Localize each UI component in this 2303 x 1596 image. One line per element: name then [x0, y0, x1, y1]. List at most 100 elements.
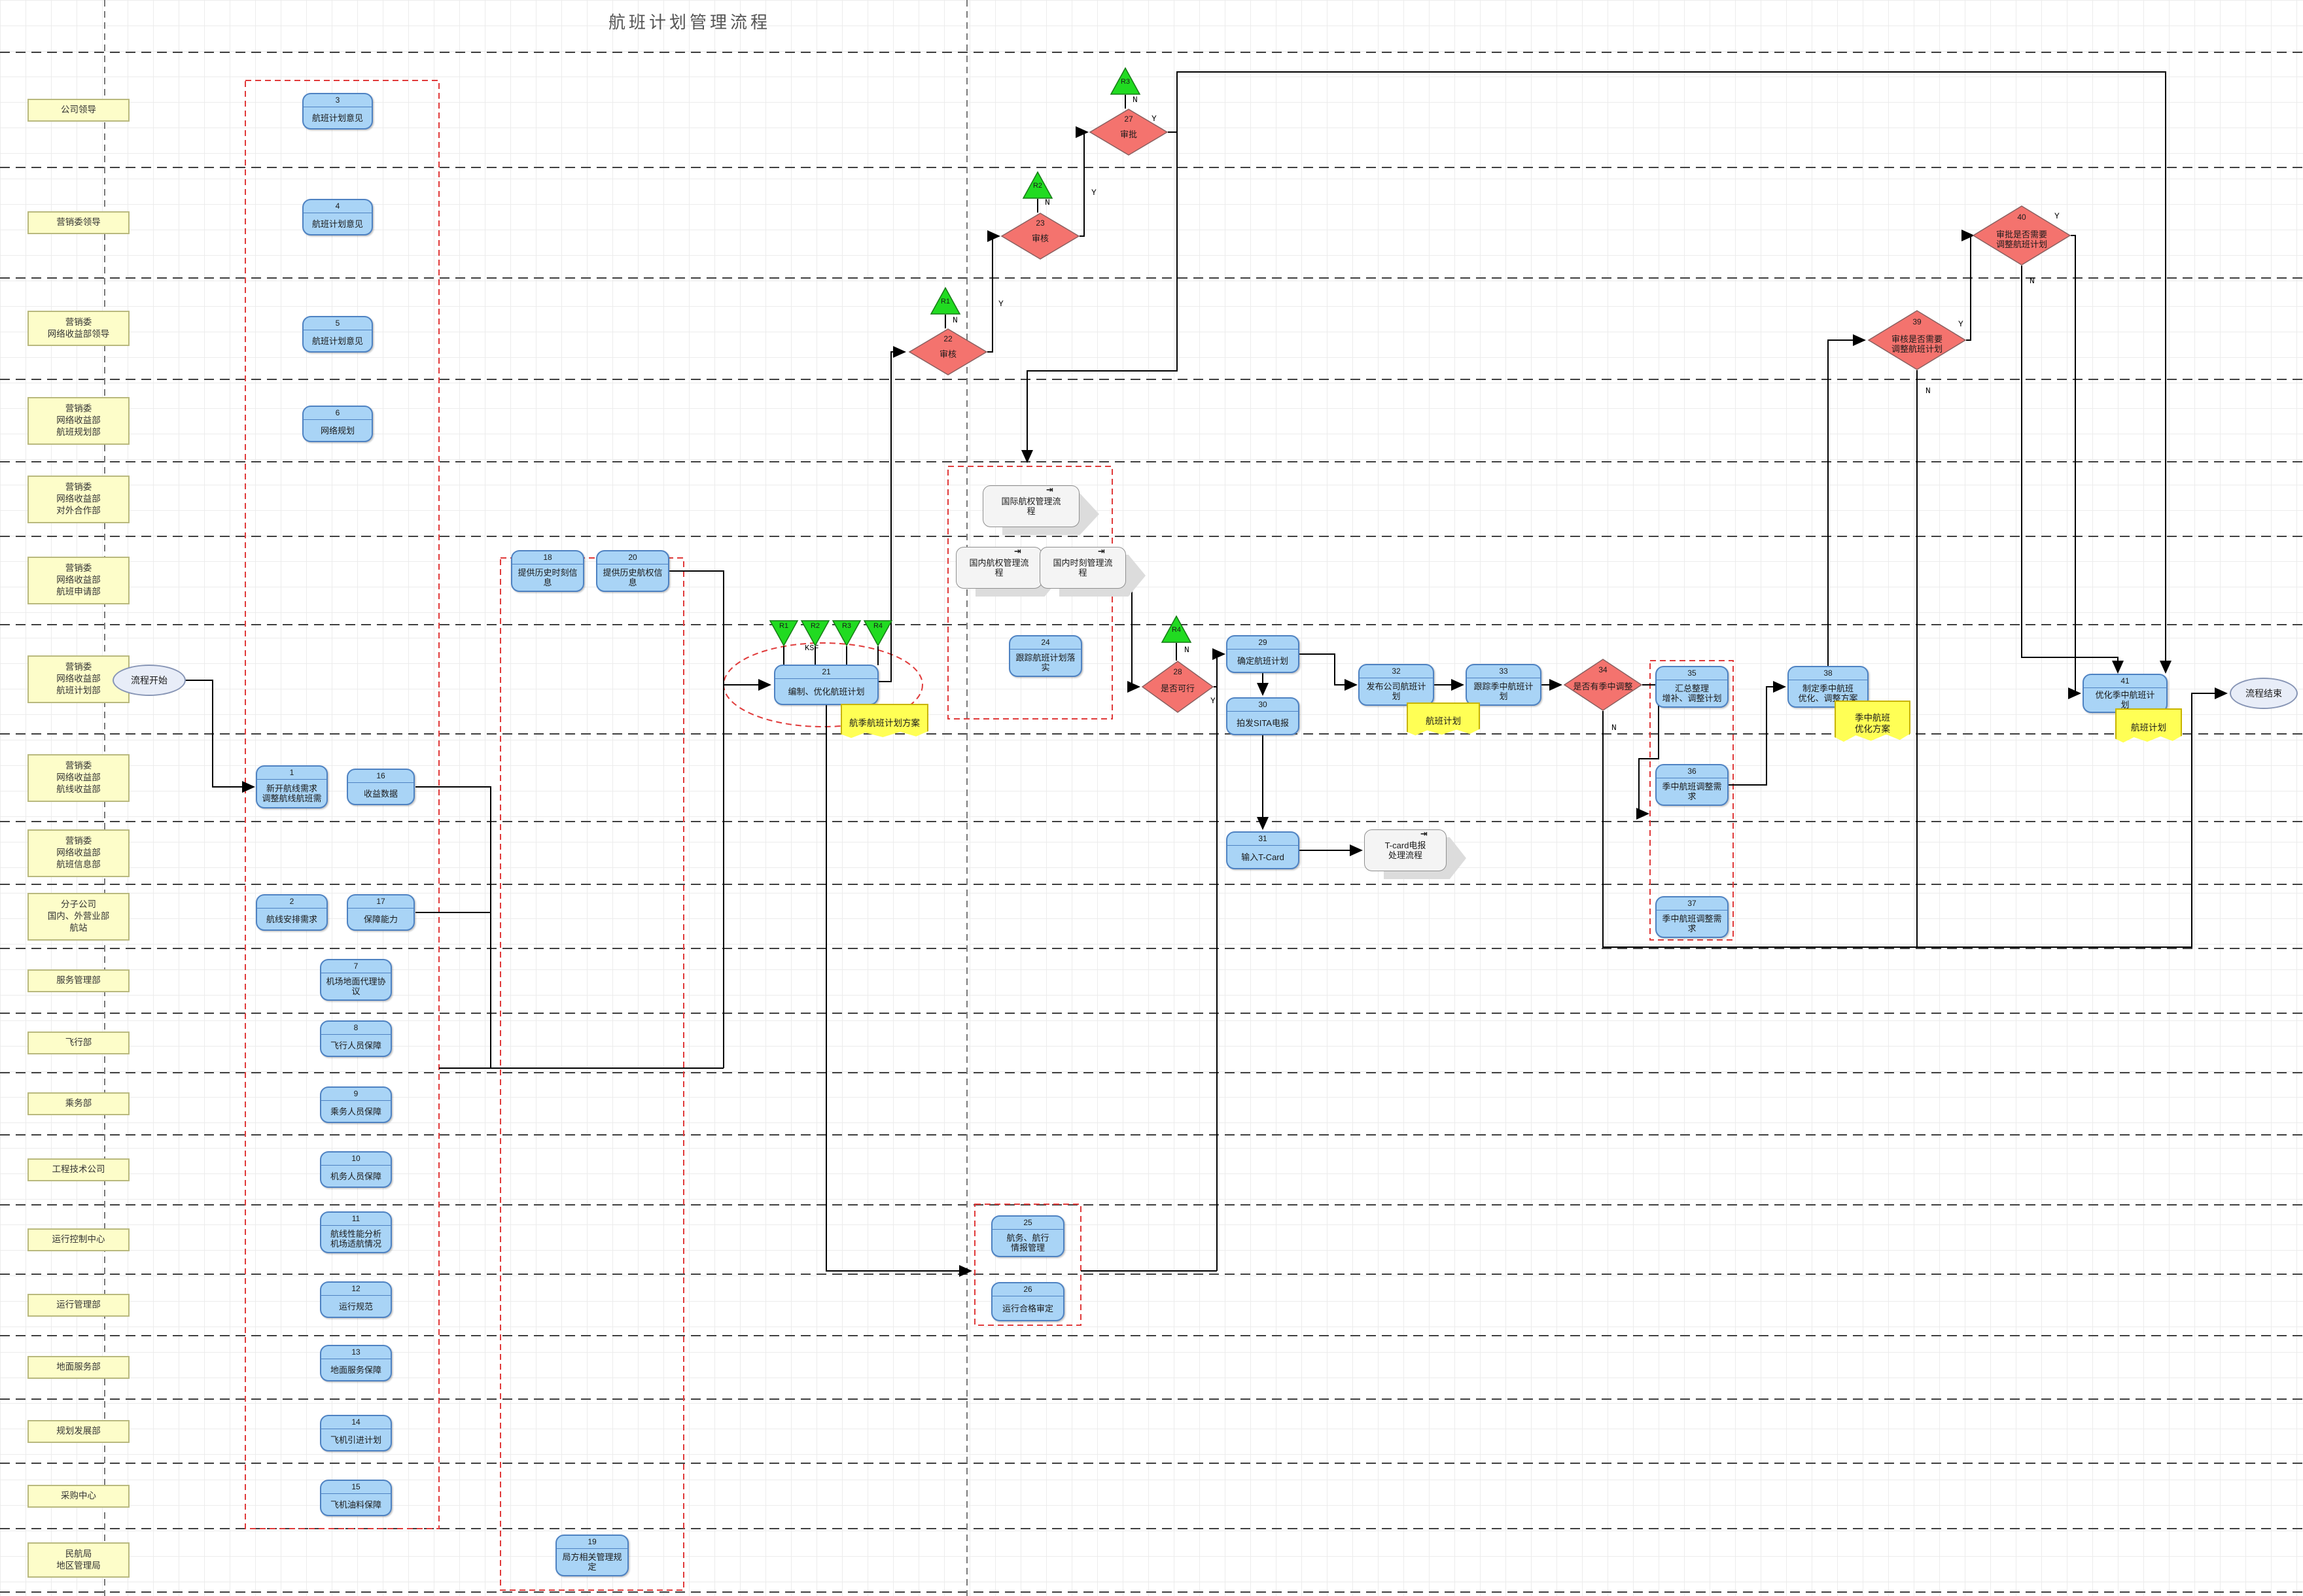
process-label: 提供历史时刻信 息 [518, 568, 578, 587]
process-label: 跟踪航班计划落 实 [1015, 653, 1076, 672]
decision-number: 27 [1124, 114, 1133, 124]
lane-label-6[interactable]: 营销委 网络收益部 航班申请部 [27, 556, 130, 604]
document-note-note-plan-1: 航班计划 [1407, 703, 1480, 736]
decision-label: 审核 [939, 349, 957, 359]
triangle-label: R2 [810, 622, 820, 631]
lane-label-1[interactable]: 公司领导 [27, 98, 130, 122]
connector [185, 680, 255, 793]
subprocess-node-tcard[interactable]: T-card电报 处理流程⇥ [1364, 829, 1469, 879]
edge-label-y: Y [998, 299, 1004, 309]
process-number: 9 [321, 1088, 391, 1101]
arrow-to-bar-icon: ⇥ [1046, 485, 1053, 494]
lane-label-12[interactable]: 飞行部 [27, 1031, 130, 1054]
process-number: 17 [348, 895, 413, 909]
edge-label-n: N [1133, 95, 1138, 105]
triangle-marker-ksf-r2[interactable]: R2 [800, 620, 830, 647]
process-label: 航班计划意见 [311, 218, 363, 229]
process-number: 13 [321, 1346, 391, 1359]
process-number: 41 [2084, 675, 2166, 688]
triangle-marker-ksf-r4[interactable]: R4 [863, 620, 893, 647]
process-label: 发布公司航班计 划 [1366, 682, 1426, 701]
lane-label-14[interactable]: 工程技术公司 [27, 1158, 130, 1181]
subprocess-node-intl-rights[interactable]: 国际航权管理流 程⇥ [983, 485, 1102, 535]
lane-label-20[interactable]: 民航局 地区管理局 [27, 1542, 130, 1578]
lane-label-4[interactable]: 营销委 网络收益部 航班规划部 [27, 396, 130, 445]
lane-label-11[interactable]: 服务管理部 [27, 969, 130, 992]
triangle-marker-r1[interactable]: R1 [930, 286, 961, 315]
process-label: 航务、航行 情报管理 [1006, 1233, 1049, 1253]
process-number: 37 [1657, 897, 1727, 911]
process-number: 8 [321, 1022, 391, 1035]
lane-label-18[interactable]: 规划发展部 [27, 1419, 130, 1443]
edge-label-y: Y [1210, 696, 1216, 706]
decision-label: 审批 [1119, 129, 1137, 139]
lane-label-15[interactable]: 运行控制中心 [27, 1228, 130, 1251]
lane-label-17[interactable]: 地面服务部 [27, 1355, 130, 1379]
lane-label-5[interactable]: 营销委 网络收益部 对外合作部 [27, 475, 130, 523]
lane-label-2[interactable]: 营销委领导 [27, 211, 130, 234]
lane-label-16[interactable]: 运行管理部 [27, 1293, 130, 1317]
start-node[interactable]: 流程开始 [113, 665, 186, 696]
process-number: 12 [321, 1283, 391, 1296]
subprocess-label: T-card电报 处理流程 [1364, 829, 1447, 871]
connector [2068, 235, 2081, 699]
end-node[interactable]: 流程结束 [2230, 678, 2298, 709]
decision-node-27[interactable]: 27 审批 [1089, 109, 1169, 156]
arrow-to-bar-icon: ⇥ [1098, 546, 1105, 556]
lane-label-19[interactable]: 采购中心 [27, 1484, 130, 1508]
lane-label-9[interactable]: 营销委 网络收益部 航班信息部 [27, 829, 130, 877]
connector [415, 786, 491, 1068]
triangle-marker-r3[interactable]: R3 [1110, 67, 1141, 95]
triangle-marker-ksf-r3[interactable]: R3 [832, 620, 862, 647]
process-label: 跟踪季中航班计 划 [1473, 682, 1534, 701]
lane-label-3[interactable]: 营销委 网络收益部领导 [27, 311, 130, 346]
decision-label: 是否可行 [1160, 684, 1195, 694]
lane-label-8[interactable]: 营销委 网络收益部 航线收益部 [27, 754, 130, 802]
process-number: 36 [1657, 765, 1727, 778]
triangle-marker-r2[interactable]: R2 [1022, 171, 1053, 199]
lane-label-10[interactable]: 分子公司 国内、外营业部 航站 [27, 892, 130, 941]
triangle-marker-r4[interactable]: R4 [1161, 615, 1192, 643]
triangle-marker-ksf-r1[interactable]: R1 [769, 620, 799, 647]
subprocess-node-dom-slots[interactable]: 国内时刻管理流 程⇥ [1040, 546, 1148, 597]
lane-label-13[interactable]: 乘务部 [27, 1092, 130, 1115]
